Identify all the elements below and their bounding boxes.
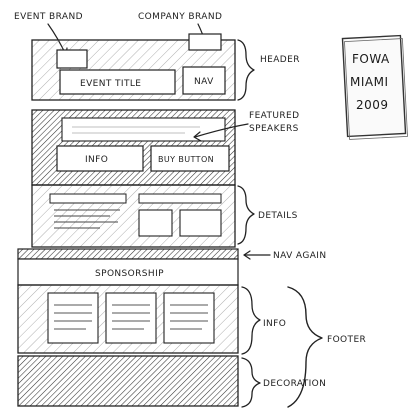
featured-speakers-section: INFO BUY BUTTON bbox=[32, 110, 235, 185]
header-label: HEADER bbox=[260, 55, 300, 65]
event-brand-label: EVENT BRAND bbox=[14, 12, 83, 22]
sponsorship-text: SPONSORSHIP bbox=[95, 269, 164, 279]
nav-again-label: NAV AGAIN bbox=[273, 251, 326, 261]
details-box-right bbox=[180, 210, 221, 236]
info-column-1 bbox=[48, 293, 98, 343]
nav-text: NAV bbox=[194, 77, 214, 87]
company-brand-label: COMPANY BRAND bbox=[138, 12, 222, 22]
event-brand-box bbox=[57, 50, 87, 68]
details-brace bbox=[238, 186, 254, 244]
notebook-line-2: MIAMI bbox=[350, 75, 389, 89]
info-side-label: INFO bbox=[263, 319, 286, 329]
info-brace bbox=[242, 287, 260, 354]
company-brand-box bbox=[189, 34, 221, 50]
info-button-text: INFO bbox=[85, 155, 108, 165]
details-section bbox=[32, 185, 235, 247]
sponsorship-section: SPONSORSHIP bbox=[18, 259, 238, 285]
buy-button-text: BUY BUTTON bbox=[158, 155, 214, 164]
header-section: EVENT TITLE NAV bbox=[32, 34, 235, 100]
details-text-block bbox=[50, 194, 126, 203]
notebook-line-3: 2009 bbox=[356, 98, 389, 112]
info-column-2 bbox=[106, 293, 156, 343]
info-section bbox=[18, 285, 238, 353]
featured-label-2: SPEAKERS bbox=[249, 124, 299, 134]
speakers-box bbox=[62, 118, 225, 141]
notebook-line-1: FOWA bbox=[352, 52, 390, 66]
nav-again-strip bbox=[18, 249, 238, 259]
details-header-box bbox=[139, 194, 221, 203]
event-title-text: EVENT TITLE bbox=[80, 79, 141, 89]
details-label: DETAILS bbox=[258, 211, 298, 221]
decoration-label: DECORATION bbox=[263, 379, 326, 389]
fowa-notebook: FOWA MIAMI 2009 bbox=[342, 36, 407, 140]
footer-label: FOOTER bbox=[327, 335, 366, 345]
footer-brace bbox=[288, 287, 322, 407]
featured-label-1: FEATURED bbox=[249, 111, 299, 121]
header-brace bbox=[238, 40, 254, 100]
details-box-left bbox=[139, 210, 172, 236]
decoration-brace bbox=[242, 358, 260, 407]
decoration-section bbox=[18, 356, 238, 406]
info-column-3 bbox=[164, 293, 214, 343]
